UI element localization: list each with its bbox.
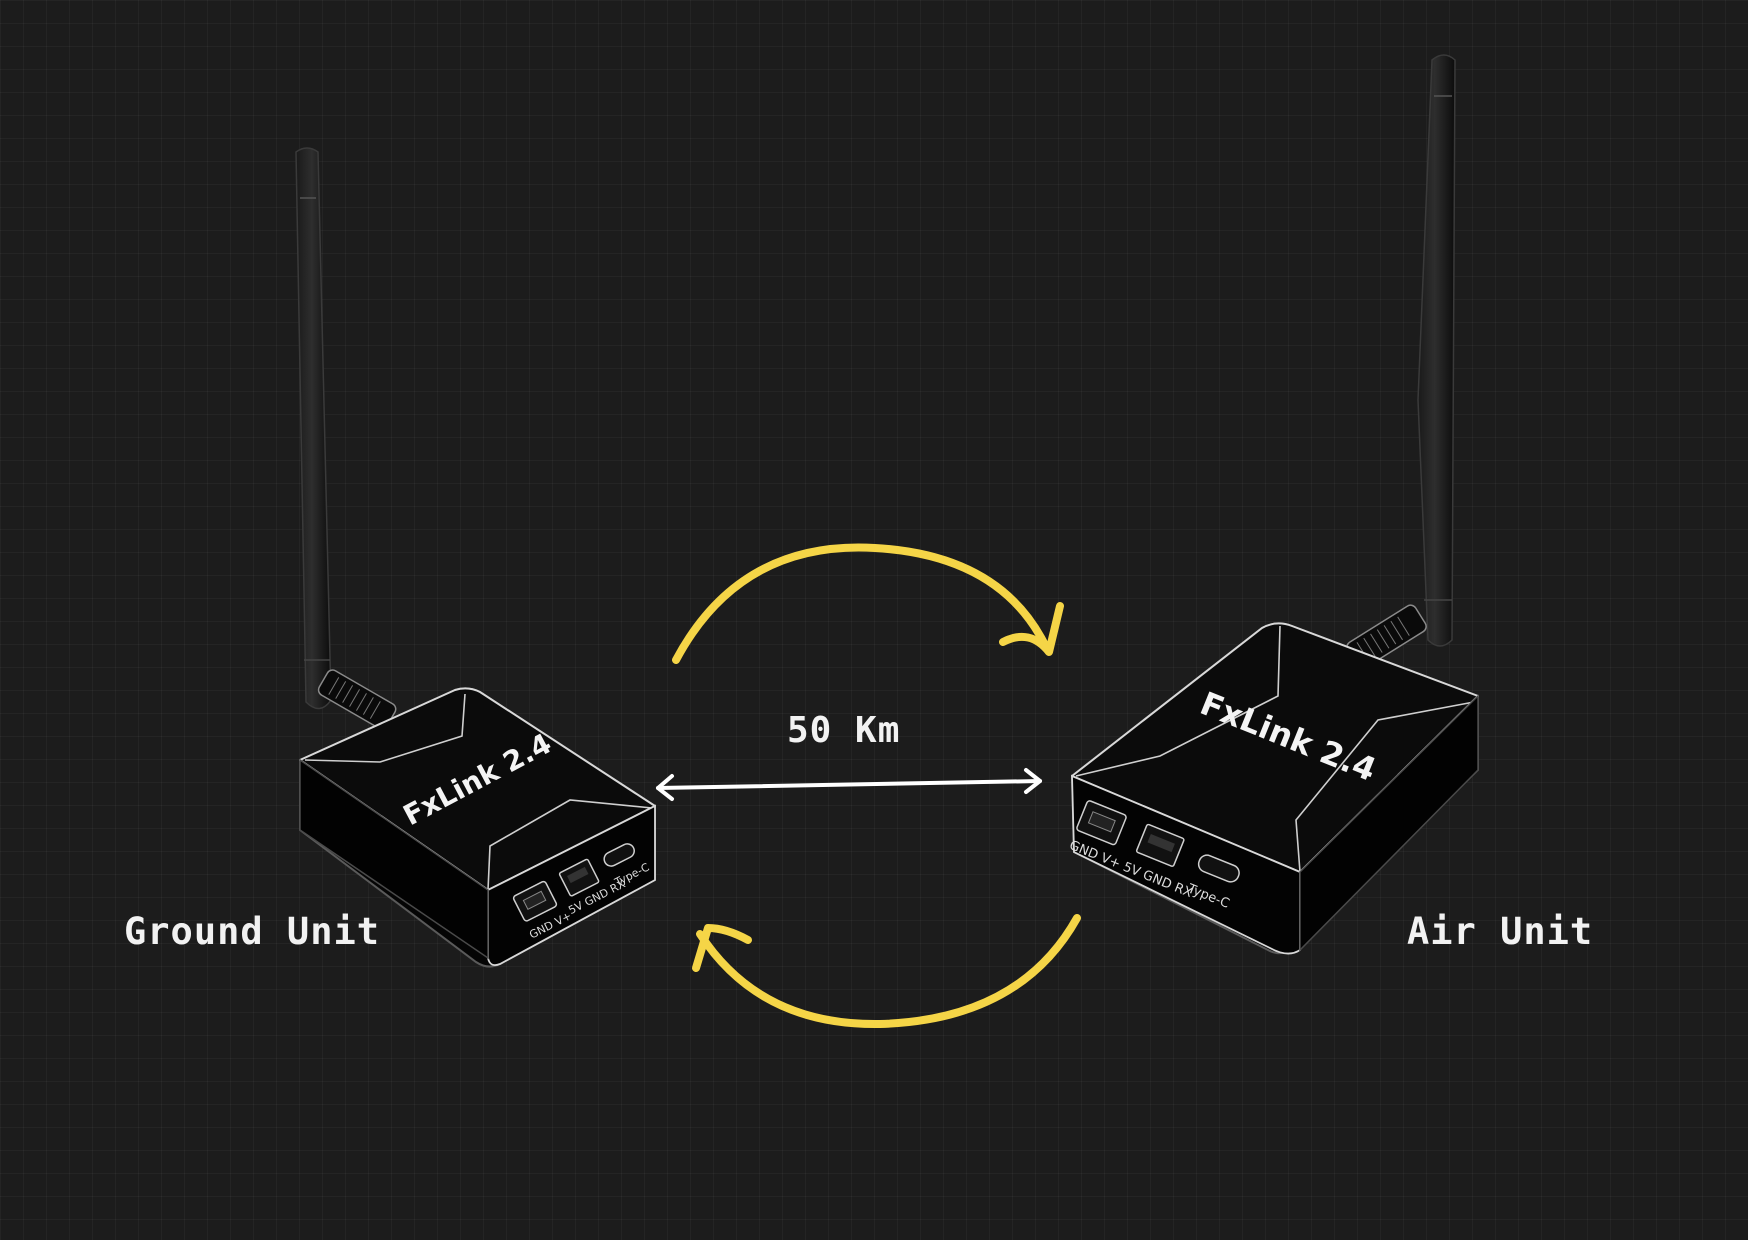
downlink-arrow-icon — [692, 914, 1081, 1029]
usb-c-port-icon — [1197, 854, 1240, 883]
distance-label: 50 Km — [787, 710, 901, 751]
distance-arrow-icon — [656, 768, 1042, 801]
uplink-arrow-icon — [672, 543, 1064, 664]
air-antenna — [1346, 54, 1456, 670]
ground-unit-label: Ground Unit — [124, 910, 381, 953]
air-unit-label: Air Unit — [1407, 910, 1594, 953]
ground-unit-device: FxLink 2.4 GND V+ 5V GND RX Type-C — [295, 147, 656, 968]
usb-c-port-icon — [603, 843, 635, 867]
ground-antenna — [295, 147, 397, 730]
air-unit-device: FxLink 2.4 GND V+ 5V GND RX Type-C — [1067, 54, 1479, 955]
